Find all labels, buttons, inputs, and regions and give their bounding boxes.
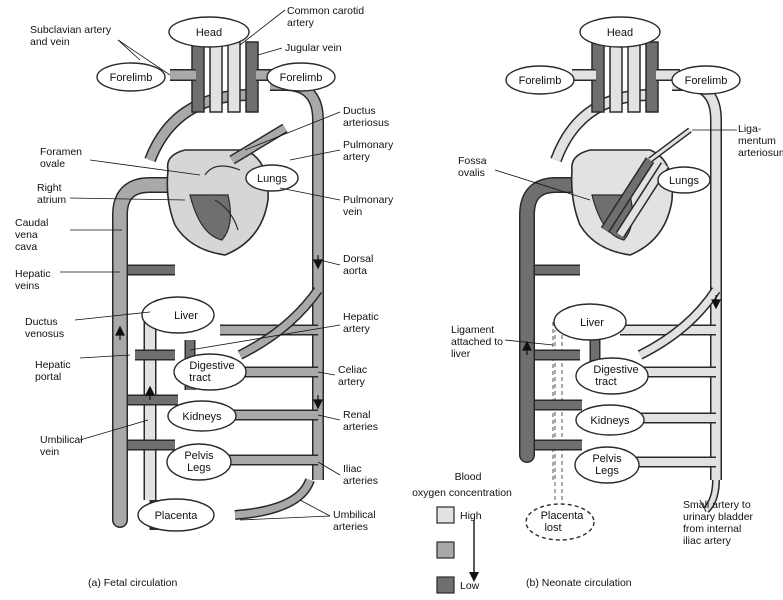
hepatic-portal-label-1: Hepatic — [35, 359, 71, 371]
neonate-digestive-label-1: Digestive — [593, 364, 638, 376]
small-artery-label-2: urinary bladder — [683, 511, 754, 523]
neonate-forelimb-right-label: Forelimb — [685, 75, 728, 87]
neonate-placenta-label-2: lost — [544, 522, 561, 534]
neonate-pelvis-label-1: Pelvis — [592, 453, 622, 465]
neonate-digestive-label-2: tract — [595, 376, 616, 388]
caudal-label-1: Caudal — [15, 217, 48, 229]
carotid-label-1: Common carotid — [287, 5, 364, 17]
fetal-liver-label: Liver — [174, 310, 198, 322]
fetal-lungs-label: Lungs — [257, 173, 287, 185]
fetal-digestive-label-1: Digestive — [189, 360, 234, 372]
hepatic-portal-label-2: portal — [35, 371, 61, 383]
umbilical-vein-label-2: vein — [40, 446, 59, 458]
umbilical-arteries-label-2: arteries — [333, 521, 368, 533]
legend-title-2: oxygen concentration — [412, 487, 512, 499]
dorsal-aorta-label-1: Dorsal — [343, 253, 373, 265]
pulmonary-vein-label-2: vein — [343, 206, 362, 218]
umbilical-arteries-label-1: Umbilical — [333, 509, 376, 521]
fetal-forelimb-right-label: Forelimb — [280, 72, 323, 84]
ligament-label-3: liver — [451, 348, 471, 360]
celiac-label-1: Celiac — [338, 364, 367, 376]
legend-low-label: Low — [460, 580, 480, 592]
fetal-arterial-branches — [220, 290, 318, 515]
umbilical-vein-label-1: Umbilical — [40, 434, 83, 446]
subclavian-label-2: and vein — [30, 36, 70, 48]
ductus-arteriosus-label-2: arteriosus — [343, 117, 389, 129]
celiac-label-2: artery — [338, 376, 366, 388]
neonate-lungs-label: Lungs — [669, 175, 699, 187]
ductus-venosus-label-1: Ductus — [25, 316, 58, 328]
legend-title-1: Blood — [455, 471, 482, 483]
ligament-label-1: Ligament — [451, 324, 494, 336]
neonate-heart — [572, 130, 690, 255]
fetal-pelvis-label-2: Legs — [187, 462, 211, 474]
neonate-forelimb-left-label: Forelimb — [519, 75, 562, 87]
pulmonary-artery-label-2: artery — [343, 151, 371, 163]
legend-swatch-medium — [437, 542, 454, 558]
ligamentum-label-2: mentum — [738, 135, 776, 147]
caudal-label-2: vena — [15, 229, 38, 241]
foramen-label-1: Foramen — [40, 146, 82, 158]
fetal-head-label: Head — [196, 27, 222, 39]
fetal-caption: (a) Fetal circulation — [88, 577, 177, 589]
neonate-pelvis-label-2: Legs — [595, 465, 619, 477]
ligamentum-label-1: Liga- — [738, 123, 762, 135]
jugular-label: Jugular vein — [285, 42, 342, 54]
neonate-caption: (b) Neonate circulation — [526, 577, 632, 589]
fetal-placenta-label: Placenta — [155, 510, 199, 522]
neonate-panel: Head Forelimb Forelimb Lungs Liver Diges… — [451, 17, 783, 589]
fetal-pelvis-label-1: Pelvis — [184, 450, 214, 462]
neonate-placenta-label-1: Placenta — [541, 510, 585, 522]
legend-high-label: High — [460, 510, 482, 522]
foramen-label-2: ovale — [40, 158, 65, 170]
right-atrium-label-1: Right — [37, 182, 62, 194]
neonate-arterial-branches — [620, 290, 716, 510]
fossa-label-1: Fossa — [458, 155, 487, 167]
ductus-venosus-label-2: venosus — [25, 328, 64, 340]
dorsal-aorta-label-2: aorta — [343, 265, 367, 277]
right-atrium-label-2: atrium — [37, 194, 66, 206]
legend-swatch-high — [437, 507, 454, 523]
iliac-label-2: arteries — [343, 475, 378, 487]
neonate-head-label: Head — [607, 27, 633, 39]
hepatic-artery-label-2: artery — [343, 323, 371, 335]
ductus-arteriosus-label-1: Ductus — [343, 105, 376, 117]
subclavian-label-1: Subclavian artery — [30, 24, 112, 36]
neonate-liver-label: Liver — [580, 317, 604, 329]
renal-label-2: arteries — [343, 421, 378, 433]
legend: Blood oxygen concentration High Low — [412, 471, 512, 593]
ligamentum-label-3: arteriosum — [738, 147, 783, 159]
renal-label-1: Renal — [343, 409, 370, 421]
iliac-label-1: Iliac — [343, 463, 362, 475]
hepatic-veins-label-2: veins — [15, 280, 40, 292]
fetal-kidneys-label: Kidneys — [182, 411, 222, 423]
hepatic-veins-label-1: Hepatic — [15, 268, 51, 280]
small-artery-label-1: Small artery to — [683, 499, 751, 511]
neonate-kidneys-label: Kidneys — [590, 415, 630, 427]
small-artery-label-3: from internal — [683, 523, 741, 535]
hepatic-artery-label-1: Hepatic — [343, 311, 379, 323]
fetal-digestive-label-2: tract — [189, 372, 210, 384]
pulmonary-artery-label-1: Pulmonary — [343, 139, 394, 151]
pulmonary-vein-label-1: Pulmonary — [343, 194, 394, 206]
fossa-label-2: ovalis — [458, 167, 485, 179]
ligament-label-2: attached to — [451, 336, 503, 348]
fetal-forelimb-left-label: Forelimb — [110, 72, 153, 84]
legend-swatch-low — [437, 577, 454, 593]
small-artery-label-4: iliac artery — [683, 535, 732, 547]
carotid-label-2: artery — [287, 17, 315, 29]
fetal-panel: Head Forelimb Forelimb Lungs Liver Diges… — [15, 5, 394, 589]
fetal-dorsal-aorta — [270, 85, 318, 480]
caudal-label-3: cava — [15, 241, 37, 253]
